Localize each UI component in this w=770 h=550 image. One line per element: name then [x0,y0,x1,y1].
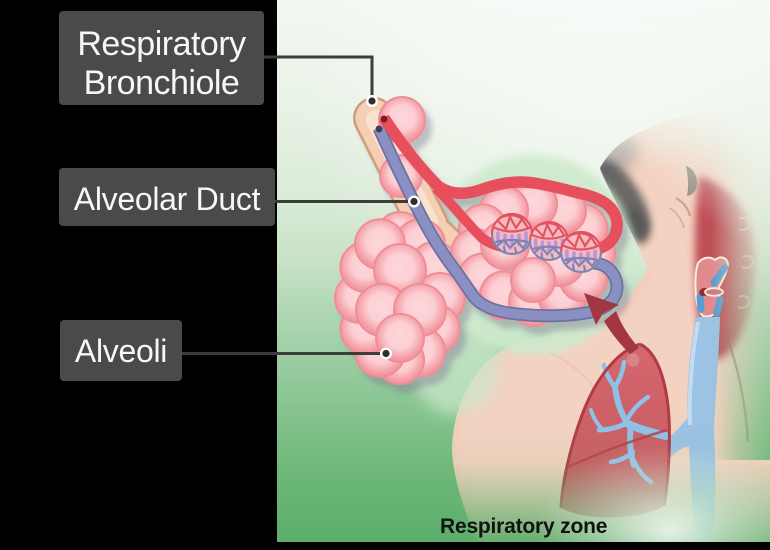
svg-text:Respiratory zone: Respiratory zone [440,515,607,538]
svg-text:Bronchiole: Bronchiole [84,64,240,102]
svg-text:Alveolar Duct: Alveolar Duct [74,181,261,217]
svg-text:Alveoli: Alveoli [75,333,167,369]
svg-text:Respiratory: Respiratory [77,25,246,63]
